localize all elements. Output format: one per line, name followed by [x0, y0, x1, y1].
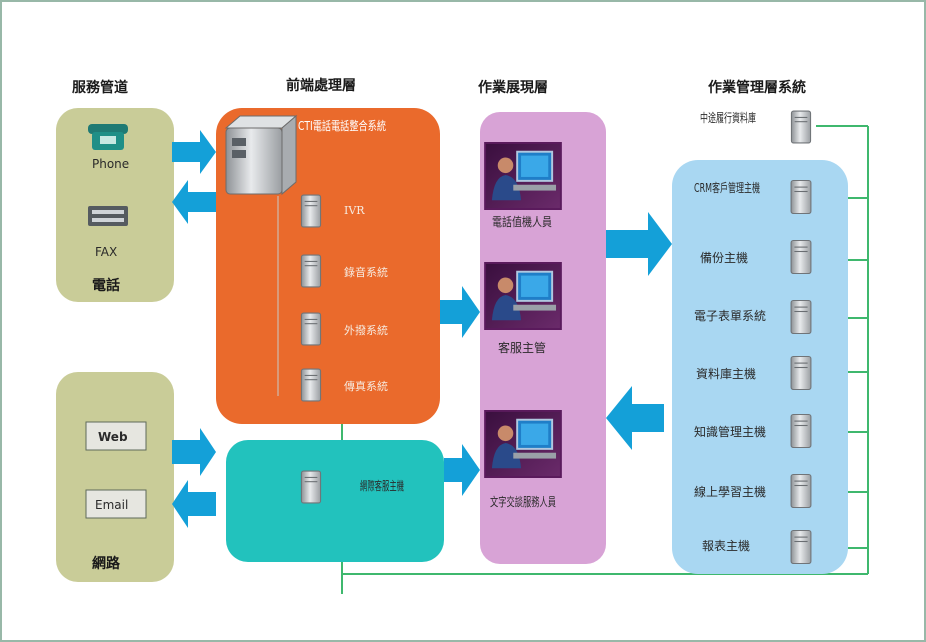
email-card: [85, 489, 147, 519]
email-label: Email: [95, 498, 128, 512]
arrow-ops-to-mgmt: [606, 212, 672, 276]
phone-group-label: 電話: [92, 277, 120, 294]
header-operations: 作業展現層: [478, 79, 548, 96]
knowledge-server-icon: [790, 413, 812, 449]
crm-label: CRM客戶管理主機: [694, 180, 760, 195]
network-channel-panel: [56, 372, 174, 582]
phone-icon: [88, 124, 128, 150]
web-label: Web: [98, 430, 128, 444]
supervisor-label: 客服主管: [498, 340, 546, 355]
channel-arrows: [172, 130, 216, 528]
database-server-icon: [790, 355, 812, 391]
knowledge-label: 知識管理主機: [694, 424, 766, 439]
fax-icon: [88, 206, 128, 226]
cti-system-label: CTI電話電話整合系統: [298, 118, 386, 133]
arrow-web-in: [172, 428, 216, 476]
header-channels: 服務管道: [72, 79, 128, 96]
mid-data-server-icon: [790, 110, 812, 144]
backup-label: 備份主機: [700, 250, 748, 265]
outbound-label: 外撥系統: [344, 323, 388, 337]
arrow-web-out: [172, 480, 216, 528]
web-host-label: 網際客服主機: [360, 478, 404, 493]
web-card: [85, 421, 147, 451]
network-group-label: 網路: [92, 555, 121, 572]
recording-server-icon: [300, 254, 322, 288]
arrow-web-to-ops: [444, 444, 480, 496]
supervisor-icon: [484, 262, 562, 330]
crm-server-icon: [790, 179, 812, 215]
arrow-phone-in: [172, 130, 216, 174]
ivr-label: IVR: [344, 204, 365, 217]
arrow-frontend-to-ops: [440, 286, 480, 338]
eform-label: 電子表單系統: [694, 309, 766, 323]
report-label: 報表主機: [702, 538, 750, 553]
elearning-server-icon: [790, 473, 812, 509]
ivr-server-icon: [300, 194, 322, 228]
fax-label: FAX: [95, 245, 117, 259]
ops-arrows: [440, 286, 480, 496]
text-agent-icon: [484, 410, 562, 478]
web-host-server-icon: [300, 470, 322, 504]
phone-channel-panel: [56, 108, 174, 302]
cti-server-icon: [224, 114, 298, 196]
arrow-mgmt-to-ops: [606, 386, 664, 450]
web-host-panel: [226, 440, 444, 562]
phone-agent-icon: [484, 142, 562, 210]
arrow-phone-out: [172, 180, 216, 224]
mgmt-arrows: [606, 212, 672, 450]
phone-agent-label: 電話值機人員: [492, 214, 552, 229]
report-server-icon: [790, 529, 812, 565]
mid-data-label: 中途履行資料庫: [700, 110, 756, 125]
eform-server-icon: [790, 299, 812, 335]
elearning-label: 線上學習主機: [694, 484, 766, 499]
header-management: 作業管理層系統: [708, 79, 806, 96]
fax-server-icon: [300, 368, 322, 402]
phone-label: Phone: [92, 157, 129, 171]
backup-server-icon: [790, 239, 812, 275]
fax-system-label: 傳真系統: [344, 379, 388, 393]
database-label: 資料庫主機: [696, 366, 756, 381]
recording-label: 錄音系統: [344, 265, 388, 279]
outbound-server-icon: [300, 312, 322, 346]
header-frontend: 前端處理層: [286, 77, 356, 94]
text-agent-label: 文字交談服務人員: [490, 494, 556, 509]
